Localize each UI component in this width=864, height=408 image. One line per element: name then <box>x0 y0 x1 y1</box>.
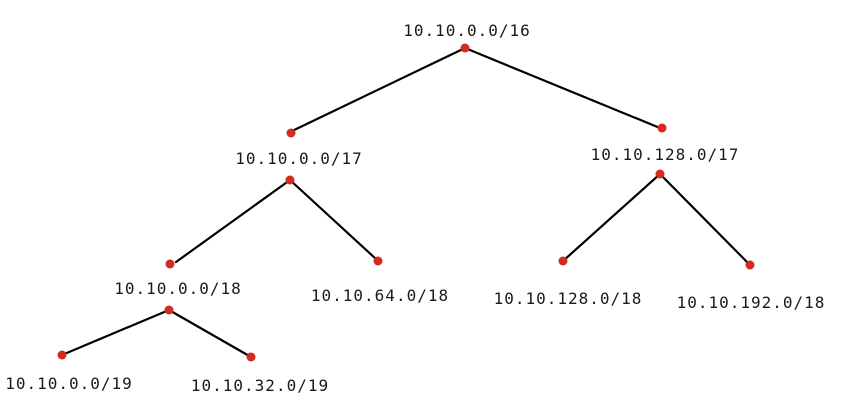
node-label: 10.10.0.0/16 <box>403 21 531 40</box>
node-dot <box>460 43 470 53</box>
edge-n17b-n18c <box>561 172 662 263</box>
node-dot <box>285 175 295 185</box>
node-dot <box>164 305 174 315</box>
node-dot <box>745 260 755 270</box>
node-dot <box>246 352 256 362</box>
nodes-layer: 10.10.0.0/16 10.10.0.0/17 10.10.128.0/17 10… <box>5 21 826 395</box>
node-label: 10.10.128.0/18 <box>494 289 643 308</box>
node-dot <box>558 256 568 266</box>
node-dot <box>373 256 383 266</box>
tree-node-n19b: 10.10.32.0/19 <box>191 352 329 395</box>
node-label: 10.10.0.0/19 <box>5 374 133 393</box>
node-label: 10.10.64.0/18 <box>311 286 449 305</box>
node-entry-dot <box>165 259 175 269</box>
node-dot <box>655 169 665 179</box>
tree-node-n18d: 10.10.192.0/18 <box>677 260 826 312</box>
tree-node-n16: 10.10.0.0/16 <box>403 21 531 53</box>
node-label: 10.10.32.0/19 <box>191 376 329 395</box>
node-label: 10.10.192.0/18 <box>677 293 826 312</box>
edges-layer <box>60 46 750 359</box>
edge-n17b-n18d <box>658 172 750 265</box>
tree-node-n18a: 10.10.0.0/18 <box>114 259 242 315</box>
edge-n18a-n19a <box>60 308 171 357</box>
node-entry-dot <box>657 123 667 133</box>
tree-node-n18c: 10.10.128.0/18 <box>494 256 643 308</box>
edge-n18a-n19b <box>167 308 253 359</box>
tree-node-n18b: 10.10.64.0/18 <box>311 256 449 305</box>
edge-n16-n17a <box>288 46 467 134</box>
tree-node-n19a: 10.10.0.0/19 <box>5 350 133 393</box>
edge-n17a-n18a <box>174 178 292 264</box>
node-label: 10.10.0.0/17 <box>235 149 363 168</box>
tree-node-n17b: 10.10.128.0/17 <box>591 123 740 179</box>
node-label: 10.10.128.0/17 <box>591 145 740 164</box>
node-label: 10.10.0.0/18 <box>114 279 242 298</box>
tree-node-n17a: 10.10.0.0/17 <box>235 128 363 185</box>
node-dot <box>57 350 67 360</box>
node-entry-dot <box>286 128 296 138</box>
edge-n17a-n18b <box>288 178 378 261</box>
edge-n16-n17b <box>463 46 662 130</box>
